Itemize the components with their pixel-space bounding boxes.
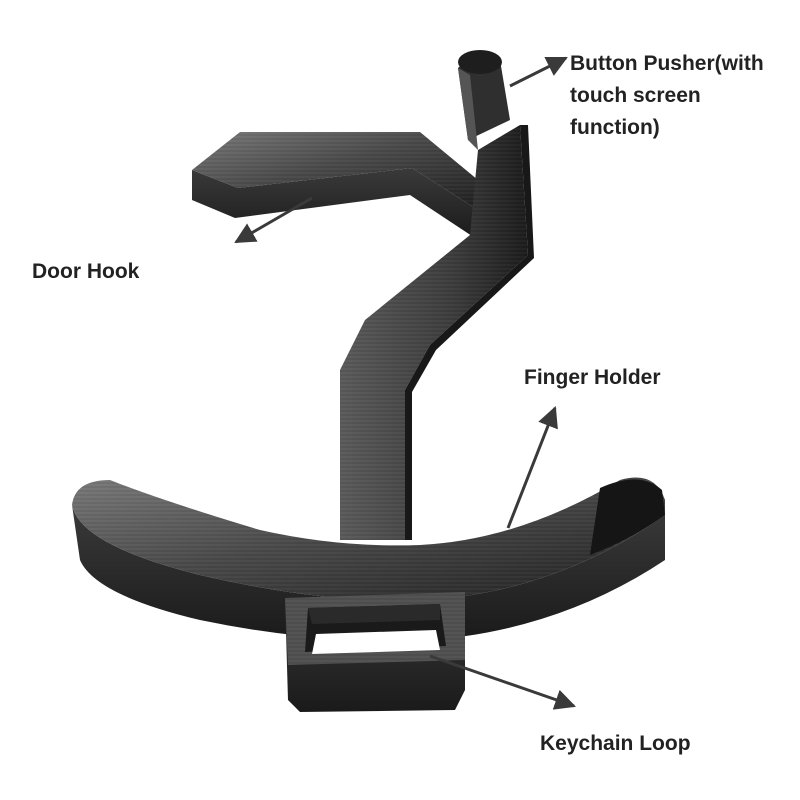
label-button-pusher-line-3: function) [570, 116, 660, 139]
label-button-pusher-line-1: Button Pusher(with [570, 52, 764, 75]
button-pusher-part [458, 50, 510, 150]
keychain-loop-part [285, 592, 465, 712]
arrow-door-hook [234, 196, 313, 244]
arrow-button-pusher [509, 56, 568, 88]
label-button-pusher-line-2: touch screen [570, 84, 701, 107]
finger-holder-part [72, 477, 665, 641]
door-hook-part [192, 132, 478, 240]
label-finger-holder: Finger Holder [524, 366, 661, 389]
arrow-keychain-loop [429, 654, 576, 710]
label-keychain-loop: Keychain Loop [540, 732, 691, 755]
callout-arrows [234, 56, 576, 710]
label-door-hook: Door Hook [32, 260, 140, 283]
arrow-finger-holder [506, 406, 558, 529]
label-button-pusher: Button Pusher(with touch screen function… [570, 48, 764, 144]
stem-part [340, 125, 534, 540]
